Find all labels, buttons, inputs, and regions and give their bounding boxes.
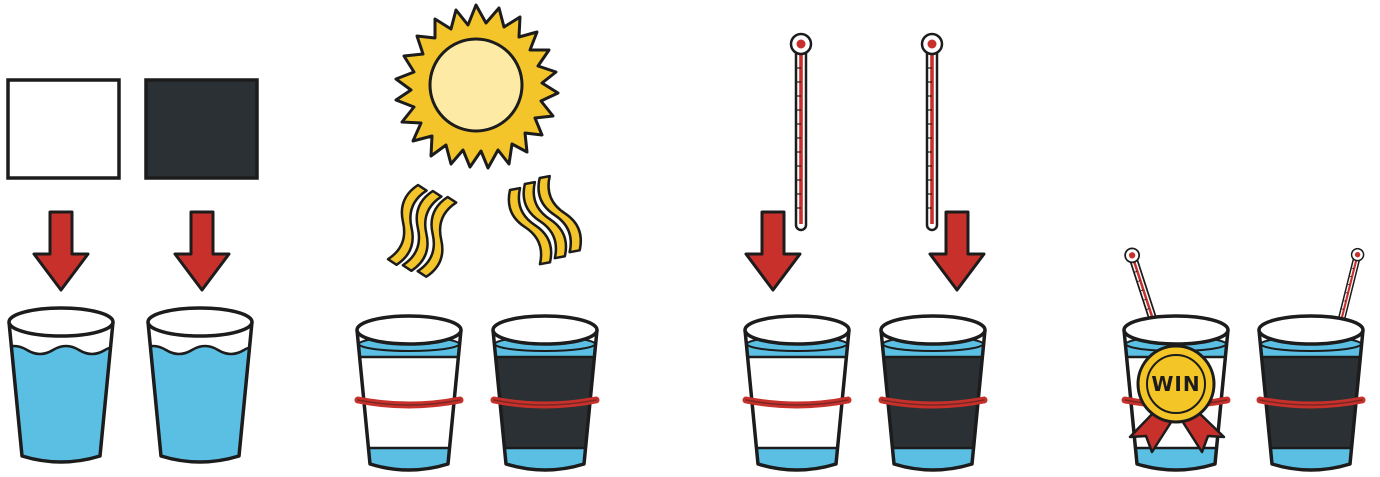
heat-wave-icon bbox=[504, 172, 587, 269]
glass-icon bbox=[349, 316, 469, 477]
glass-icon bbox=[1, 308, 121, 477]
glass-icon bbox=[140, 308, 260, 477]
step-4: WIN bbox=[1116, 247, 1371, 477]
down-arrow-icon bbox=[34, 212, 88, 290]
glass-icon bbox=[873, 316, 993, 477]
medal-label: WIN bbox=[1151, 372, 1200, 396]
step-2 bbox=[349, 5, 605, 477]
heat-wave-icon bbox=[381, 182, 464, 279]
step-1 bbox=[1, 80, 260, 477]
down-arrow-icon bbox=[746, 212, 800, 290]
sun-icon bbox=[396, 5, 558, 168]
glass-icon bbox=[1251, 316, 1371, 477]
down-arrow-icon bbox=[175, 212, 229, 290]
thermometer-icon bbox=[791, 34, 811, 230]
black-square-icon bbox=[146, 80, 257, 178]
thermometer-icon bbox=[922, 34, 942, 230]
glass-icon bbox=[485, 316, 605, 477]
white-square-icon bbox=[8, 80, 119, 178]
glass-icon bbox=[737, 316, 857, 477]
step-3 bbox=[737, 34, 993, 477]
